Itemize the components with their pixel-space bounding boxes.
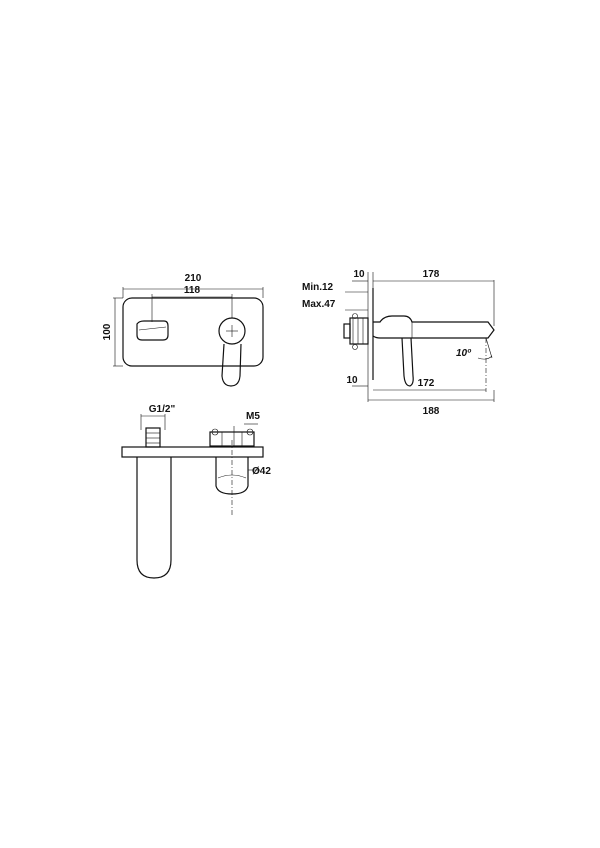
angle-ray <box>485 337 493 359</box>
dim-100-label: 100 <box>102 323 113 340</box>
top-view: G1/2" M5 Ø42 <box>121 404 271 579</box>
thread-label: G1/2" <box>149 404 176 415</box>
dim-118-label: 118 <box>184 285 201 296</box>
angle-label: 10º <box>456 348 472 359</box>
dim-210-label: 210 <box>185 273 202 284</box>
dim-10-top-label: 10 <box>353 269 365 280</box>
inlet-connector <box>145 427 161 448</box>
side-view: 10º 10 178 Min.12 Max.47 10 172 188 <box>302 269 495 417</box>
side-lever <box>401 337 414 387</box>
valve-screw-bottom <box>352 344 358 350</box>
dim-max-label: Max.47 <box>302 299 336 310</box>
diverter-knob <box>136 320 169 341</box>
cartridge-screw-left <box>211 428 219 436</box>
wall-plate <box>122 297 264 367</box>
top-spout <box>136 457 172 579</box>
dim-min-label: Min.12 <box>302 282 334 293</box>
cartridge-flange <box>209 431 255 447</box>
diameter-label: Ø42 <box>252 466 271 477</box>
screw-label: M5 <box>246 411 260 422</box>
dim-10-bottom-label: 10 <box>346 375 358 386</box>
diverter-knob-ridge <box>138 326 167 331</box>
spout <box>372 315 495 339</box>
lever-handle <box>221 343 242 387</box>
valve-screw-top <box>352 313 358 319</box>
angle-arc <box>477 355 493 360</box>
dim-172-label: 172 <box>418 378 435 389</box>
dim-178-label: 178 <box>423 269 440 280</box>
dim-188-label: 188 <box>423 406 440 417</box>
valve-connector <box>343 323 351 339</box>
cartridge-screw-right <box>246 428 254 436</box>
front-view: 210 118 100 <box>102 273 264 387</box>
top-plate <box>121 446 264 458</box>
